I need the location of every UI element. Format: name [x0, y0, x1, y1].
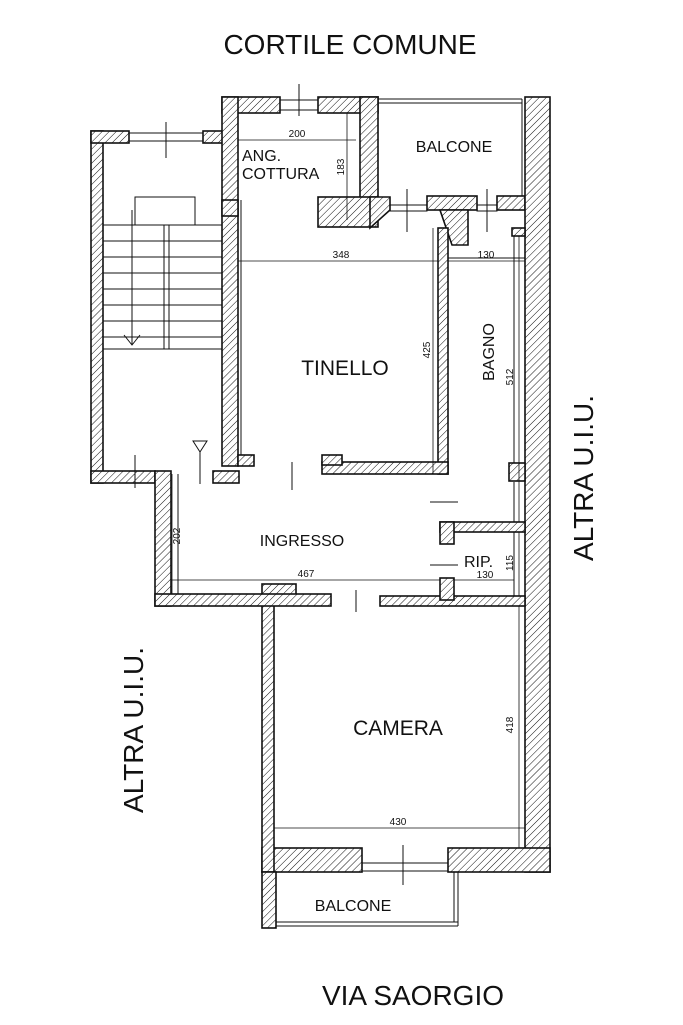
- courtyard-label: CORTILE COMUNE: [223, 29, 476, 60]
- dim-bath-depth: 512: [505, 368, 516, 385]
- kitchenette-label-line1: ANG.: [242, 148, 281, 165]
- balcony-bottom-label: BALCONE: [315, 898, 391, 915]
- dim-bedroom-width: 430: [390, 817, 407, 828]
- stair-wall-left: [90, 130, 104, 484]
- balcony-top-label: BALCONE: [416, 139, 492, 156]
- stair-wall-bottom-right: [212, 470, 240, 484]
- dim-storage-width: 130: [477, 570, 494, 581]
- dim-bath-width: 130: [478, 250, 495, 261]
- dim-living-depth: 425: [422, 341, 433, 358]
- dim-kitchen-width: 200: [289, 129, 306, 140]
- outer-walls: [154, 84, 551, 929]
- dim-bedroom-depth: 418: [505, 716, 516, 733]
- storage-label: RIP.: [464, 554, 493, 571]
- level-marker: [192, 440, 208, 484]
- bedroom-window: [361, 862, 449, 872]
- entrance-label: INGRESSO: [260, 533, 344, 550]
- stair-arrow: [123, 210, 141, 346]
- stair-landing: [134, 196, 196, 226]
- stair-wall-top-left: [90, 130, 130, 144]
- dim-living-width: 348: [333, 250, 350, 261]
- kitchenette-label-line2: COTTURA: [242, 166, 320, 183]
- living-room-label: TINELLO: [301, 357, 389, 380]
- stair-steps: [103, 224, 226, 350]
- dimension-lines: [171, 113, 525, 848]
- stair-wall-bottom-left: [90, 470, 156, 484]
- right-other-unit-label: ALTRA U.I.U.: [568, 395, 599, 561]
- bathroom-label: BAGNO: [481, 323, 498, 381]
- interior-walls: [177, 200, 526, 601]
- dim-entrance-depth: 202: [172, 527, 183, 544]
- staircase: [90, 122, 240, 488]
- dim-storage-depth: 115: [505, 555, 516, 571]
- left-other-unit-label: ALTRA U.I.U.: [118, 647, 149, 813]
- dim-kitchen-depth: 183: [336, 158, 347, 175]
- bedroom-label: CAMERA: [353, 717, 443, 740]
- dim-entrance-width: 467: [298, 569, 315, 580]
- street-label: VIA SAORGIO: [322, 980, 504, 1011]
